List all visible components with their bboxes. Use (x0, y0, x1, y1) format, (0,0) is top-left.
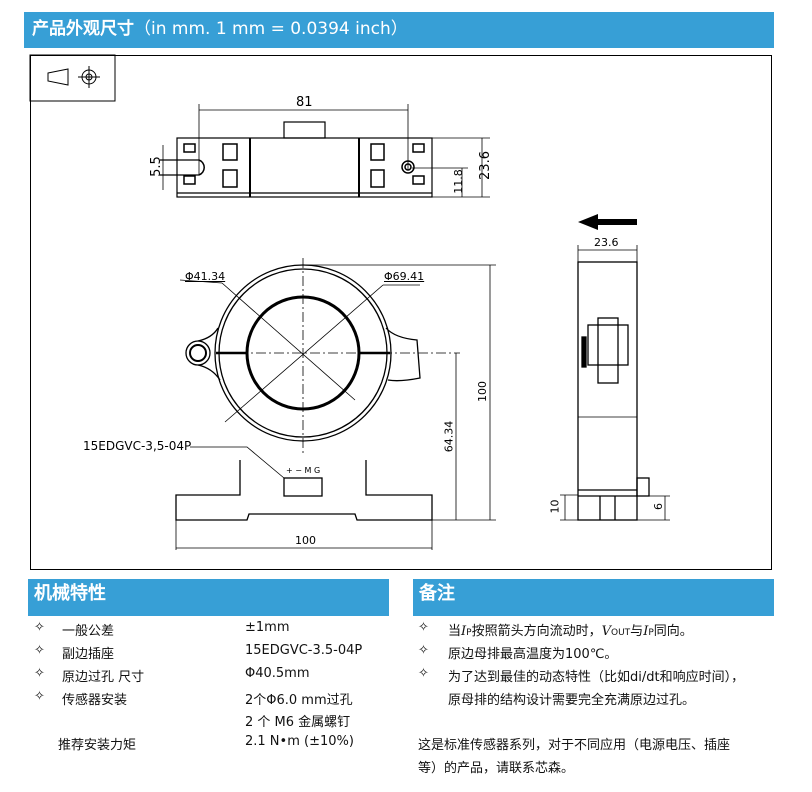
spec-value: 2.1 N•m (±10%) (245, 734, 354, 749)
bullet-icon: ✧ (418, 643, 429, 658)
list-item: ✧ 一般公差 ±1mm (34, 620, 290, 639)
section-header-dimensions: 产品外观尺寸（in mm. 1 mm = 0.0394 inch） (24, 12, 774, 48)
note-2: ✧原边母排最高温度为100℃。 (418, 643, 618, 662)
subtitle: （in mm. 1 mm = 0.0394 inch） (134, 19, 408, 39)
title: 产品外观尺寸 (32, 19, 134, 39)
bullet-icon: ✧ (418, 666, 429, 681)
spec-value: 2个Φ6.0 mm过孔 (245, 693, 353, 708)
dim-outer-diameter: Φ69.41 (384, 270, 425, 283)
front-view (175, 264, 433, 521)
section-header-mechanical: 机械特性 (28, 579, 389, 616)
dim-inner-diameter: Φ41.34 (185, 270, 226, 283)
direction-arrow-icon (578, 214, 637, 230)
list-item: ✧ 原边过孔 尺寸 Φ40.5mm (34, 666, 310, 685)
projection-symbol-icon (29, 54, 116, 102)
drawing-frame (30, 55, 772, 570)
note-1: ✧当IP按照箭头方向流动时，VOUT与IP同向。 (418, 620, 693, 639)
spec-label: 推荐安装力矩 (58, 738, 137, 753)
spec-value: 2 个 M6 金属螺钉 (245, 715, 351, 730)
spec-label: 一般公差 (62, 624, 115, 639)
dim-top-half: 11.8 (451, 169, 465, 194)
spec-label: 副边插座 (62, 647, 115, 662)
pin-labels: + − M G (286, 466, 321, 475)
dim-top-slot: 5.5 (148, 156, 164, 177)
list-item: ✧ 副边插座 15EDGVC-3.5-04P (34, 643, 362, 662)
note-3: ✧为了达到最佳的动态特性（比如di/dt和响应时间）， (418, 666, 745, 685)
spec-value: 15EDGVC-3.5-04P (245, 643, 363, 658)
dim-side-foot: 9 (651, 503, 664, 510)
footer-note-2: 等）的产品，请联系芯森。 (418, 761, 575, 776)
bullet-icon: ✧ (34, 643, 45, 658)
side-view (577, 261, 650, 521)
spec-value: Φ40.5mm (245, 666, 310, 681)
connector-label: 15EDGVC-3,5-04P (83, 439, 192, 453)
dim-width: 100 (295, 534, 316, 547)
dim-side-width: 23.6 (594, 236, 619, 249)
section-header-notes: 备注 (413, 579, 774, 616)
bullet-icon: ✧ (34, 620, 45, 635)
dim-top-width: 81 (296, 95, 313, 110)
note-3-cont: 原母排的结构设计需要完全充满原边过孔。 (448, 693, 696, 708)
top-dimensions (162, 104, 490, 198)
bullet-icon: ✧ (34, 666, 45, 681)
footer-note-1: 这是标准传感器系列，对于不同应用（电源电压、插座 (418, 738, 731, 753)
spec-label: 原边过孔 尺寸 (62, 670, 145, 685)
side-dimensions (560, 245, 670, 521)
dim-side-base: 10 (548, 499, 562, 514)
dim-height: 100 (476, 381, 489, 402)
spec-value: ±1mm (245, 620, 290, 635)
dim-top-height: 23.6 (477, 151, 493, 180)
top-view (160, 121, 433, 198)
front-dimensions (175, 258, 496, 550)
dim-center-height: 64.34 (442, 420, 456, 453)
bullet-icon: ✧ (418, 620, 429, 635)
spec-label: 传感器安装 (62, 693, 128, 708)
bullet-icon: ✧ (34, 689, 45, 704)
list-item: ✧ 传感器安装 2个Φ6.0 mm过孔 (34, 689, 353, 708)
